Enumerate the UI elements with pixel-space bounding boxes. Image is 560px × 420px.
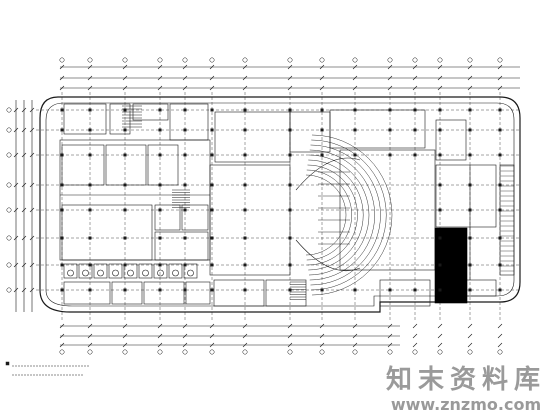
bottom-dimension-lines bbox=[60, 325, 400, 346]
grid-bubbles bbox=[6, 57, 503, 355]
watermark: 知末资料库 www.znzmo.com bbox=[386, 364, 546, 414]
left-dimension-ticks bbox=[13, 107, 35, 293]
watermark-title: 知末资料库 bbox=[385, 365, 546, 395]
bottom-left-rooms bbox=[63, 281, 211, 305]
auditorium-seating bbox=[305, 134, 393, 296]
stairs bbox=[122, 105, 306, 300]
toilet-stalls bbox=[63, 263, 198, 279]
central-hall bbox=[209, 111, 331, 307]
right-stair bbox=[500, 165, 514, 272]
left-dimension-lines bbox=[15, 100, 33, 312]
structural-columns bbox=[60, 108, 502, 292]
left-wing-rooms bbox=[59, 103, 211, 261]
building-outline-inner bbox=[45, 102, 515, 307]
top-dimension-ticks bbox=[59, 64, 503, 91]
bottom-dimension-ticks bbox=[59, 323, 503, 348]
watermark-url: www.znzmo.com bbox=[390, 395, 542, 414]
legend-notes bbox=[5, 361, 90, 376]
top-dimension-lines bbox=[60, 66, 520, 89]
